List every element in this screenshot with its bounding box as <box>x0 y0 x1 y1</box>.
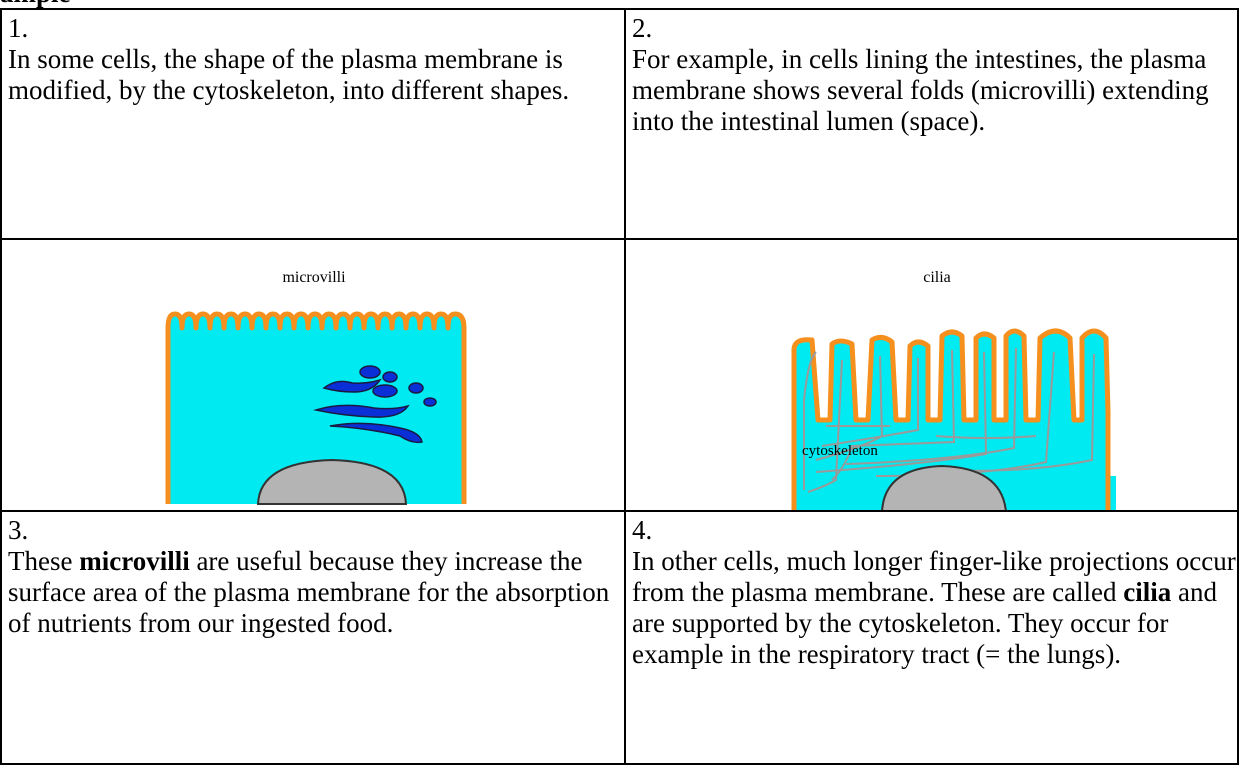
cell-number: 4. <box>632 515 1239 546</box>
microvilli-label: microvilli <box>282 269 346 286</box>
text-run: These <box>8 546 79 576</box>
cell-number: 2. <box>632 13 1239 44</box>
microvilli-figure-cell: microvilli <box>2 240 624 510</box>
cytoskeleton-label: cytoskeleton <box>802 443 878 459</box>
cilia-figure-cell: cilia cytoskeleton <box>626 240 1239 510</box>
cell-4: 4. In other cells, much longer finger-li… <box>626 512 1239 765</box>
content-table: 1. In some cells, the shape of the plasm… <box>0 8 1239 765</box>
cell-number: 1. <box>8 13 624 44</box>
cell-2: 2. For example, in cells lining the inte… <box>626 10 1239 238</box>
term-microvilli: microvilli <box>79 546 189 576</box>
cell-text: In other cells, much longer finger-like … <box>632 546 1239 670</box>
term-cilia: cilia <box>1123 577 1171 607</box>
cell-number: 3. <box>8 515 624 546</box>
microvilli-diagram: microvilli <box>2 240 624 510</box>
cut-off-heading: ample <box>0 0 400 8</box>
cell-1: 1. In some cells, the shape of the plasm… <box>2 10 624 238</box>
cell-3: 3. These microvilli are useful because t… <box>2 512 624 765</box>
cell-text: In some cells, the shape of the plasma m… <box>8 44 624 106</box>
cilia-label: cilia <box>923 269 951 286</box>
cell-text: These microvilli are useful because they… <box>8 546 624 639</box>
cell-text: For example, in cells lining the intesti… <box>632 44 1239 137</box>
cilia-diagram: cilia cytoskeleton <box>626 240 1239 510</box>
